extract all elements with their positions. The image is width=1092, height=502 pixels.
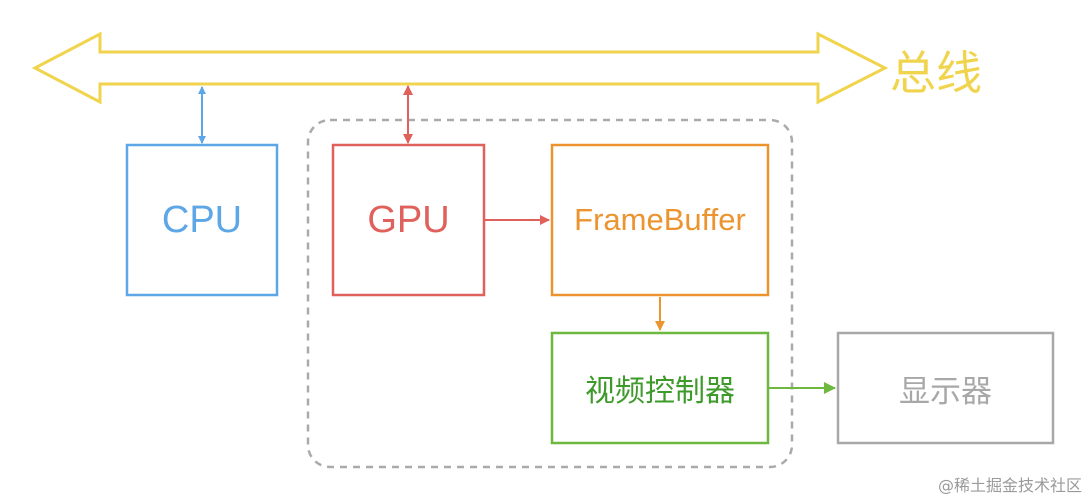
cpu-label: CPU [161,198,243,241]
cpu-box [125,143,279,297]
framebuffer-box [550,143,770,297]
bus-label: 总线 [890,46,982,100]
video-controller-box [550,331,770,445]
framebuffer-label: FrameBuffer [574,202,746,237]
display-box [836,331,1055,445]
video-controller-label: 视频控制器 [585,374,735,409]
gpu-box [331,143,486,297]
gpu-subsystem-group [306,118,794,469]
watermark: @稀土掘金技术社区 [937,476,1082,495]
bus-arrow [31,31,889,105]
display-label: 显示器 [899,373,992,410]
gpu-label: GPU [367,198,450,241]
